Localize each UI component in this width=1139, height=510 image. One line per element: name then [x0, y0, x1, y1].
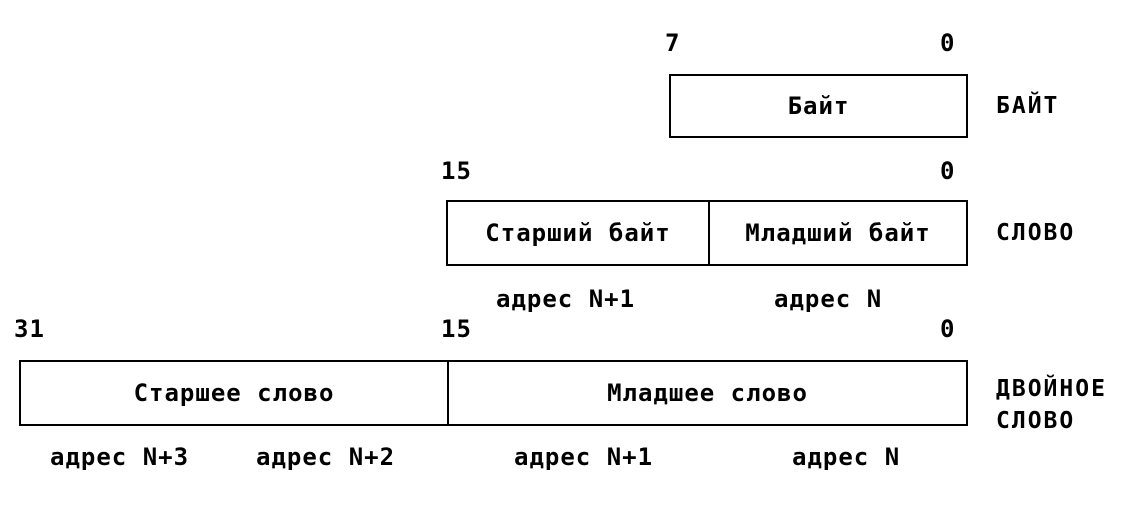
- dword-low-word-cell: Младшее слово: [607, 379, 808, 407]
- dword-addr-n: адрес N: [792, 443, 901, 471]
- dword-type-label-line2: СЛОВО: [996, 408, 1076, 434]
- dword-bit-mid-label: 15: [441, 315, 472, 343]
- byte-type-label: БАЙТ: [996, 93, 1060, 119]
- dword-bit-low-label: 0: [940, 315, 956, 343]
- word-addr-low: адрес N: [774, 285, 883, 313]
- dword-bit-high-label: 31: [14, 315, 45, 343]
- dword-type-label-line1: ДВОЙНОЕ: [996, 376, 1107, 402]
- dword-addr-n1: адрес N+1: [514, 443, 654, 471]
- word-low-byte-cell: Младший байт: [745, 219, 931, 247]
- word-bit-low-label: 0: [940, 157, 956, 185]
- dword-addr-n3: адрес N+3: [50, 443, 190, 471]
- dword-high-word-cell: Старшее слово: [133, 379, 335, 407]
- word-divider: [708, 202, 710, 264]
- byte-bit-high-label: 7: [665, 29, 681, 57]
- word-high-byte-cell: Старший байт: [485, 219, 671, 247]
- word-type-label: СЛОВО: [996, 220, 1076, 246]
- dword-divider: [447, 362, 449, 424]
- dword-addr-n2: адрес N+2: [256, 443, 396, 471]
- word-box: Старший байт Младший байт: [446, 200, 968, 266]
- byte-cell: Байт: [787, 92, 850, 120]
- dword-box: Старшее слово Младшее слово: [19, 360, 968, 426]
- word-addr-high: адрес N+1: [496, 285, 636, 313]
- byte-bit-low-label: 0: [940, 29, 956, 57]
- byte-box: Байт: [669, 74, 968, 138]
- word-bit-high-label: 15: [441, 157, 472, 185]
